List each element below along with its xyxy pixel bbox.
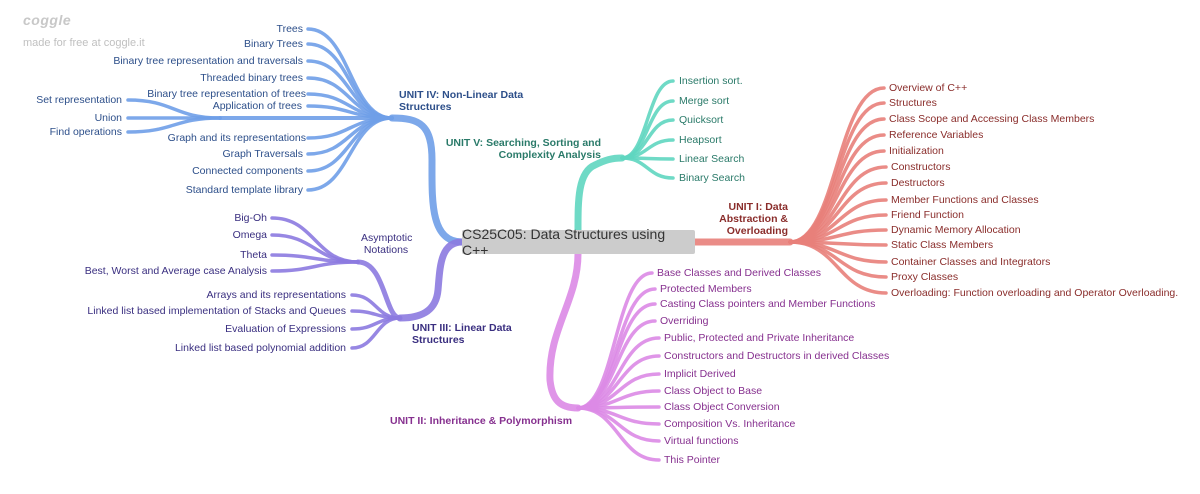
coggle-tagline: made for free at coggle.it: [23, 37, 145, 49]
unit4-item[interactable]: Binary tree representation and traversal…: [113, 55, 303, 67]
unit1-item[interactable]: Proxy Classes: [891, 271, 959, 283]
unit1-branch: [788, 240, 888, 295]
unit3-item[interactable]: Linked list based implementation of Stac…: [87, 305, 346, 317]
unit3-item[interactable]: Linked list based polynomial addition: [174, 342, 346, 354]
unit3-title[interactable]: UNIT III: Linear Data Structures: [412, 322, 512, 346]
unit2-branch: [576, 406, 661, 462]
unit1-title-line: UNIT I: Data: [728, 201, 788, 213]
unit2-item[interactable]: Implicit Derived: [664, 368, 736, 380]
unit1-item[interactable]: Dynamic Memory Allocation: [891, 224, 1021, 236]
unit4-item[interactable]: Connected components: [192, 165, 303, 177]
unit4-subitem[interactable]: Set representation: [36, 94, 122, 106]
asymptotic-branch: [270, 260, 360, 273]
unit5-item[interactable]: Heapsort: [679, 134, 722, 146]
unit3-item[interactable]: Evaluation of Expressions: [225, 323, 346, 335]
unit2-trunk: [546, 250, 582, 412]
unit3-branch: [350, 316, 402, 350]
unit1-title-line: Overloading: [726, 225, 788, 237]
unit2-item[interactable]: Protected Members: [660, 283, 752, 295]
unit2-item[interactable]: Class Object Conversion: [664, 401, 780, 413]
unit5-item[interactable]: Quicksort: [679, 114, 724, 126]
unit2-item[interactable]: Casting Class pointers and Member Functi…: [660, 298, 876, 310]
unit5-title[interactable]: UNIT V: Searching, Sorting and Complexit…: [445, 137, 601, 161]
unit1-title-line: Abstraction &: [719, 213, 788, 225]
unit2-item[interactable]: Constructors and Destructors in derived …: [664, 350, 890, 362]
asymptotic-title[interactable]: Asymptotic Notations: [361, 232, 413, 256]
unit4-branch: [306, 116, 394, 173]
unit1-title[interactable]: UNIT I: Data Abstraction & Overloading: [700, 201, 788, 237]
unit5-branch: [620, 156, 675, 180]
root-title: CS25C05: Data Structures using C++: [462, 226, 666, 258]
asymptotic-item[interactable]: Big-Oh: [234, 212, 267, 224]
unit4-item[interactable]: Binary tree representation of trees: [147, 88, 306, 100]
unit4-item[interactable]: Graph Traversals: [222, 148, 303, 160]
unit4-trunk: [388, 114, 466, 246]
unit3-item[interactable]: Arrays and its representations: [206, 289, 346, 301]
asymptotic-trunk: [355, 259, 403, 321]
unit5-trunk: [574, 154, 626, 234]
unit2-item[interactable]: Composition Vs. Inheritance: [664, 418, 796, 430]
unit1-item[interactable]: Reference Variables: [889, 129, 984, 141]
unit1-branch: [788, 133, 886, 244]
asymptotic-item[interactable]: Best, Worst and Average case Analysis: [84, 265, 267, 277]
unit5-item[interactable]: Insertion sort.: [679, 75, 743, 87]
unit4-branch: [306, 116, 394, 192]
unit2-item[interactable]: Class Object to Base: [664, 385, 763, 397]
unit1-item[interactable]: Overview of C++: [889, 82, 968, 94]
unit4-item[interactable]: Threaded binary trees: [200, 72, 303, 84]
unit5-title-line: UNIT V: Searching, Sorting and: [445, 137, 601, 149]
unit1-item[interactable]: Friend Function: [891, 209, 964, 221]
unit2-item[interactable]: Base Classes and Derived Classes: [657, 267, 821, 279]
root-node[interactable]: CS25C05: Data Structures using C++: [462, 226, 695, 258]
unit4-subitem[interactable]: Union: [94, 112, 122, 124]
unit4-item[interactable]: Application of trees: [212, 100, 302, 112]
unit1-item[interactable]: Structures: [889, 97, 937, 109]
unit3-title-line: UNIT III: Linear Data: [412, 322, 512, 334]
unit4-title[interactable]: UNIT IV: Non-Linear Data Structures: [399, 89, 523, 113]
asymptotic-item[interactable]: Omega: [232, 229, 267, 241]
unit1-item[interactable]: Initialization: [889, 145, 944, 157]
asymptotic-title-line: Asymptotic: [361, 232, 413, 244]
asymptotic-item[interactable]: Theta: [240, 249, 267, 261]
unit4-item[interactable]: Graph and its representations: [167, 132, 306, 144]
unit1-item[interactable]: Static Class Members: [891, 239, 994, 251]
unit3-trunk: [396, 238, 466, 322]
unit1-item[interactable]: Constructors: [891, 161, 951, 173]
unit4-title-line: Structures: [399, 101, 452, 113]
unit5-item[interactable]: Linear Search: [679, 153, 745, 165]
unit4-item[interactable]: Trees: [276, 23, 303, 35]
unit1-item[interactable]: Destructors: [891, 177, 945, 189]
unit2-item[interactable]: This Pointer: [664, 454, 721, 466]
unit5-title-line: Complexity Analysis: [498, 149, 601, 161]
unit4-title-line: UNIT IV: Non-Linear Data: [399, 89, 524, 101]
unit2-title[interactable]: UNIT II: Inheritance & Polymorphism: [390, 415, 573, 427]
unit5-item[interactable]: Binary Search: [679, 172, 745, 184]
unit1-branch: [788, 86, 886, 244]
unit1-item[interactable]: Overloading: Function overloading and Op…: [891, 287, 1179, 299]
unit4-item[interactable]: Binary Trees: [244, 38, 303, 50]
unit1-item[interactable]: Member Functions and Classes: [891, 194, 1039, 206]
unit4-subitem[interactable]: Find operations: [49, 126, 122, 138]
unit5-item[interactable]: Merge sort: [679, 95, 730, 107]
unit1-item[interactable]: Container Classes and Integrators: [891, 256, 1051, 268]
unit3-title-line: Structures: [412, 334, 465, 346]
coggle-logo: coggle: [23, 12, 72, 28]
unit4-subbranch: [126, 116, 222, 134]
unit4-subbranch: [126, 98, 222, 120]
unit2-item[interactable]: Overriding: [660, 315, 709, 327]
unit2-item[interactable]: Public, Protected and Private Inheritanc…: [664, 332, 855, 344]
unit4-item[interactable]: Standard template library: [185, 184, 303, 196]
unit2-item[interactable]: Virtual functions: [664, 435, 739, 447]
asymptotic-title-line: Notations: [363, 244, 409, 256]
unit1-item[interactable]: Class Scope and Accessing Class Members: [889, 113, 1095, 125]
